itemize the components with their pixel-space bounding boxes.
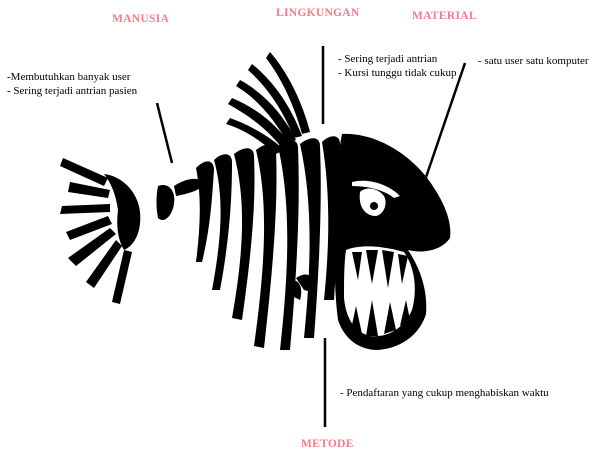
cause-item: -Membutuhkan banyak user [7, 70, 137, 84]
category-manusia: MANUSIA [112, 13, 169, 25]
category-material: MATERIAL [412, 10, 477, 22]
cause-item: - Sering terjadi antrian pasien [7, 84, 137, 98]
cause-item: - Pendaftaran yang cukup menghabiskan wa… [340, 386, 549, 400]
manusia-connector-line [157, 103, 172, 163]
cause-item: - Sering terjadi antrian [338, 52, 457, 66]
cause-item: - satu user satu komputer [478, 54, 589, 68]
material-causes: - satu user satu komputer [478, 54, 589, 68]
dorsal-fin-icon [226, 52, 310, 154]
rib-bones-icon [196, 136, 340, 350]
manusia-causes: -Membutuhkan banyak user - Sering terjad… [7, 70, 137, 98]
tail-fin-icon [60, 158, 140, 304]
cause-item: - Kursi tunggu tidak cukup [338, 66, 457, 80]
category-metode: METODE [301, 438, 354, 450]
category-lingkungan: LINGKUNGAN [276, 7, 360, 19]
metode-causes: - Pendaftaran yang cukup menghabiskan wa… [340, 386, 549, 400]
lingkungan-causes: - Sering terjadi antrian - Kursi tunggu … [338, 52, 457, 80]
material-connector-line [423, 63, 465, 186]
